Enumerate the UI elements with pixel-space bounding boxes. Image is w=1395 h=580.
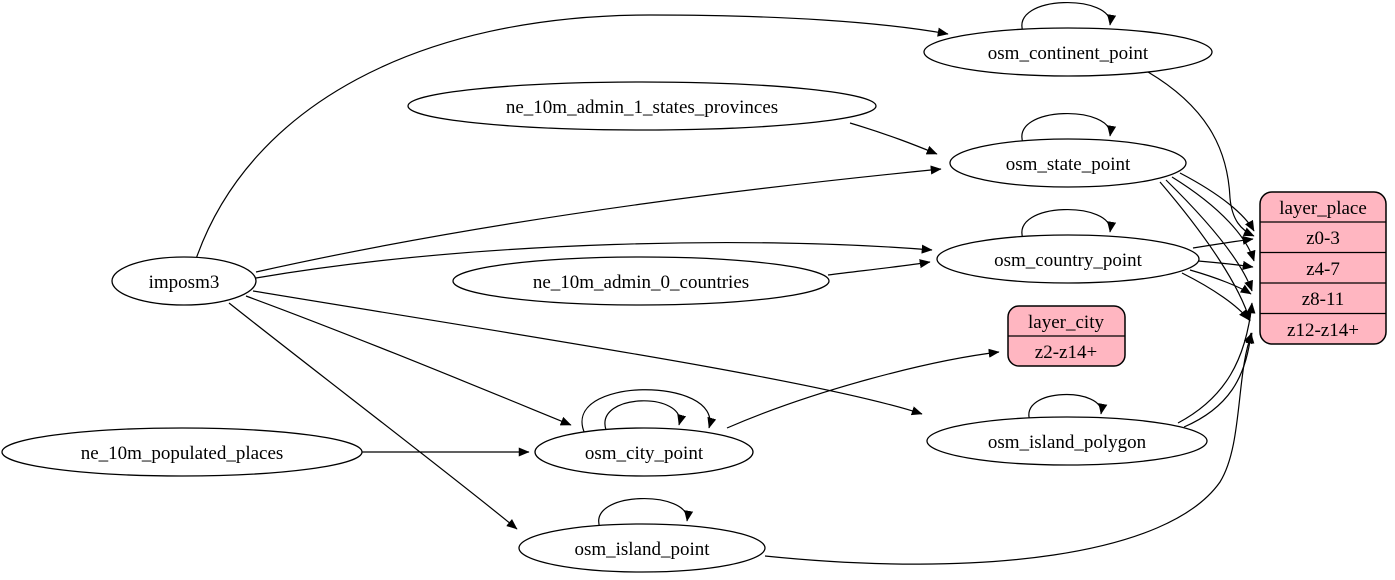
node-osm-country-point-label: osm_country_point: [994, 250, 1142, 271]
self-loop-osm-continent-point: [1021, 2, 1117, 33]
node-ne-10m-populated-places-label: ne_10m_populated_places: [81, 443, 284, 464]
edge-osm-country-point-to-layer-place-z0-3: [1192, 235, 1254, 249]
record-layer-city-title: layer_city: [1028, 312, 1104, 333]
edge-ne-10m-admin-0-countries-to-osm-country-point: [827, 259, 931, 276]
record-layer-place-row-z12-z14: z12-z14+: [1287, 320, 1359, 341]
edge-osm-island-polygon-to-layer-place-z12-z14: [1183, 332, 1255, 428]
edge-osm-island-polygon-to-layer-place-z8-11: [1177, 302, 1256, 424]
node-osm-state-point-shape: [949, 138, 1187, 188]
edge-imposm3-to-osm-country-point: [255, 241, 933, 279]
node-osm-island-point-label: osm_island_point: [574, 539, 710, 560]
record-layer-city: layer_city z2-z14+: [1007, 305, 1126, 367]
edge-imposm3-to-osm-island-point: [228, 302, 518, 530]
self-loop-osm-country-point: [1021, 209, 1117, 240]
record-layer-place-row-z4-7: z4-7: [1306, 259, 1340, 280]
node-ne-10m-admin-1-states-provinces: ne_10m_admin_1_states_provinces: [407, 81, 877, 131]
node-osm-island-polygon-label: osm_island_polygon: [988, 432, 1147, 453]
node-osm-state-point: osm_state_point: [949, 138, 1187, 188]
edge-osm-continent-point-to-layer-place-z0-3: [1147, 71, 1255, 237]
node-osm-continent-point-shape: [923, 27, 1213, 77]
node-osm-island-polygon: osm_island_polygon: [926, 416, 1208, 466]
edge-imposm3-to-osm-city-point: [245, 295, 572, 426]
record-layer-place-box: [1259, 191, 1387, 345]
record-layer-city-row-z2-z14: z2-z14+: [1035, 342, 1097, 363]
node-osm-city-point-shape: [534, 427, 754, 477]
node-osm-country-point: osm_country_point: [936, 234, 1200, 284]
edge-ne-10m-admin-1-states-provinces-to-osm-state-point: [849, 122, 938, 155]
node-ne-10m-admin-0-countries-shape: [452, 256, 830, 306]
edge-osm-island-point-to-layer-place-z12-z14: [764, 332, 1253, 565]
edge-osm-country-point-to-layer-place-z4-7: [1197, 260, 1254, 270]
self-loop-inner-osm-city-point: [604, 400, 687, 431]
edge-osm-state-point-to-layer-place-z0-3: [1179, 172, 1255, 232]
self-loop-osm-island-polygon: [1028, 393, 1108, 422]
self-loop-outer-osm-city-point: [581, 389, 717, 435]
node-osm-continent-point-label: osm_continent_point: [988, 43, 1149, 64]
edge-imposm3-to-osm-island-polygon: [252, 290, 923, 416]
self-loop-osm-state-point: [1021, 113, 1117, 144]
edge-osm-country-point-to-layer-place-z12-z14: [1181, 272, 1250, 321]
record-layer-place-title: layer_place: [1279, 198, 1367, 219]
node-ne-10m-populated-places: ne_10m_populated_places: [1, 427, 363, 477]
node-ne-10m-admin-0-countries: ne_10m_admin_0_countries: [452, 256, 830, 306]
edge-osm-country-point-to-layer-place-z8-11: [1189, 269, 1252, 295]
edge-imposm3-to-osm-continent-point: [195, 14, 949, 260]
self-loop-osm-island-point: [598, 498, 694, 529]
node-osm-state-point-label: osm_state_point: [1006, 154, 1131, 175]
node-osm-continent-point: osm_continent_point: [923, 27, 1213, 77]
node-ne-10m-admin-1-states-provinces-label: ne_10m_admin_1_states_provinces: [506, 97, 778, 118]
node-imposm3-label: imposm3: [149, 272, 220, 293]
edge-osm-state-point-to-layer-place-z12-z14: [1159, 181, 1252, 322]
node-osm-island-point-shape: [518, 523, 766, 573]
node-osm-island-point: osm_island_point: [518, 523, 766, 573]
edge-osm-state-point-to-layer-place-z4-7: [1171, 176, 1256, 262]
node-imposm3-shape: [111, 256, 257, 306]
node-ne-10m-admin-0-countries-label: ne_10m_admin_0_countries: [533, 272, 749, 293]
node-imposm3: imposm3: [111, 256, 257, 306]
edge-osm-city-point-to-layer-city-z2-z14: [726, 348, 1000, 429]
node-osm-city-point-label: osm_city_point: [585, 443, 704, 464]
node-osm-island-polygon-shape: [926, 416, 1208, 466]
edge-osm-state-point-to-layer-place-z8-11: [1165, 179, 1253, 292]
node-osm-country-point-shape: [936, 234, 1200, 284]
record-layer-place-row-z8-11: z8-11: [1302, 289, 1345, 310]
edges: [195, 2, 1256, 565]
record-layer-place-row-z0-3: z0-3: [1306, 228, 1340, 249]
node-ne-10m-populated-places-shape: [1, 427, 363, 477]
node-osm-city-point: osm_city_point: [534, 427, 754, 477]
record-layer-place: layer_place z0-3 z4-7 z8-11 z12-z14+: [1259, 191, 1387, 345]
node-ne-10m-admin-1-states-provinces-shape: [407, 81, 877, 131]
edge-imposm3-to-osm-state-point: [255, 165, 942, 273]
